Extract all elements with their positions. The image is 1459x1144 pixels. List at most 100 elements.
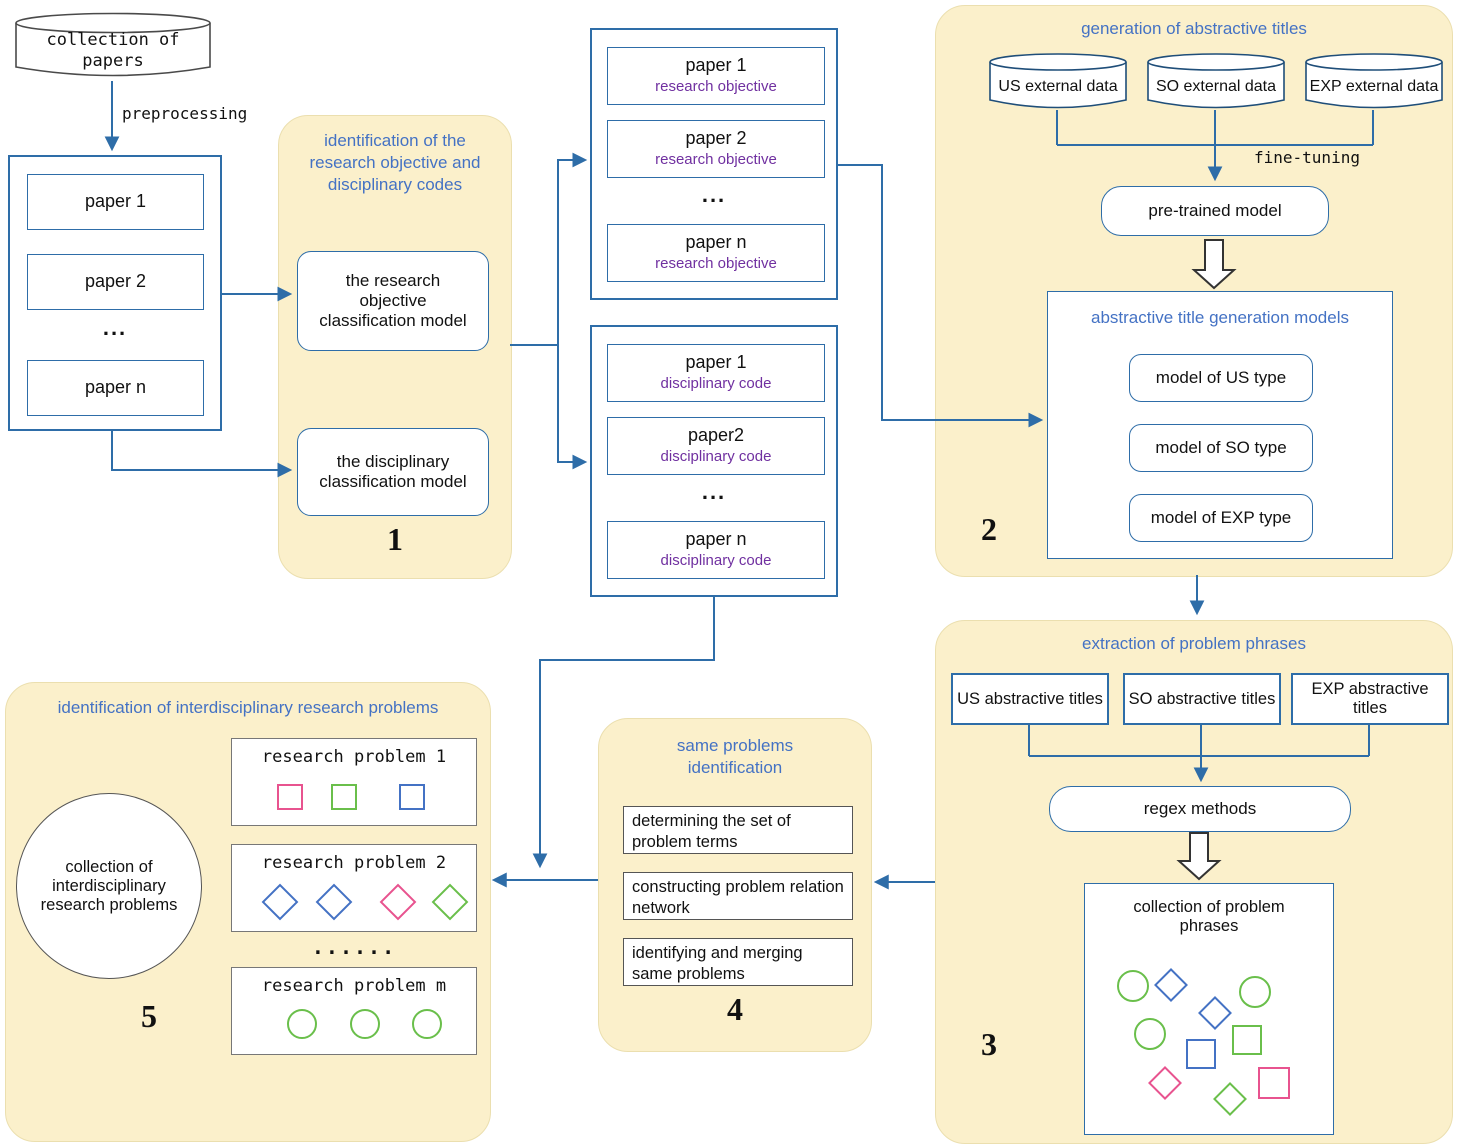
problem-phrase-square-icon (1232, 1025, 1262, 1055)
code-list-item: paper n disciplinary code (607, 521, 825, 579)
problem-diamond-icon (379, 883, 417, 921)
us-external-data-cylinder: US external data (989, 53, 1127, 113)
stage4-title: same problems identification (676, 736, 794, 777)
stage2-panel: generation of abstractive titles US exte… (935, 5, 1453, 577)
objective-list-item: paper n research objective (607, 224, 825, 282)
problem-phrase-diamond-icon (1198, 996, 1232, 1030)
model-so-type-box: model of SO type (1129, 424, 1313, 472)
fine-tuning-label: fine-tuning (1254, 148, 1360, 167)
cylinder-shape-icon (15, 12, 211, 77)
paper-item: paper n (27, 360, 204, 416)
problem-circle-icon (287, 1009, 317, 1039)
research-problem-label: research problem m (261, 976, 447, 996)
paper-label: paper 1 (685, 55, 747, 76)
paper-item: paper 2 (27, 254, 204, 310)
step-label: determining the set of problem terms (632, 812, 791, 851)
objective-list-item: paper 2 research objective (607, 120, 825, 178)
collection-of-papers-label: collection of papers (46, 29, 180, 71)
exp-external-data-label: EXP external data (1309, 78, 1439, 95)
problem-phrase-circle-icon (1134, 1018, 1166, 1050)
research-problem-2-box: research problem 2 (231, 844, 477, 932)
research-problem-label: research problem 1 (261, 747, 447, 767)
problem-phrase-square-icon (1186, 1039, 1216, 1069)
code-list-box: paper 1 disciplinary code paper2 discipl… (590, 325, 838, 597)
stage3-panel: extraction of problem phrases US abstrac… (935, 620, 1453, 1144)
preprocessing-label: preprocessing (122, 104, 248, 123)
problem-phrases-title: collection of problem phrases (1133, 898, 1285, 935)
paper-item: paper 1 (27, 174, 204, 230)
so-abstractive-titles-box: SO abstractive titles (1123, 673, 1281, 725)
papers-collection-box: paper 1 paper 2 ... paper n (8, 155, 222, 431)
problem-phrases-collection-box: collection of problem phrases (1084, 883, 1334, 1135)
problem-diamond-icon (431, 883, 469, 921)
cylinder-shape-icon (1305, 53, 1443, 109)
problem-phrase-circle-icon (1117, 970, 1149, 1002)
objective-list-item: paper 1 research objective (607, 47, 825, 105)
problem-phrase-diamond-icon (1213, 1082, 1247, 1116)
us-abstractive-titles-box: US abstractive titles (951, 673, 1109, 725)
problem-diamond-icon (315, 883, 353, 921)
disciplinary-model-box: the disciplinary classification model (297, 428, 489, 516)
step-label: identifying and merging same problems (632, 944, 803, 983)
paper-item-label: paper 2 (84, 271, 147, 292)
us-external-data-label: US external data (998, 78, 1118, 95)
problem-circle-icon (350, 1009, 380, 1039)
problem-phrase-diamond-icon (1154, 968, 1188, 1002)
problems-ellipsis: ...... (311, 935, 397, 959)
stage5-title: identification of interdisciplinary rese… (57, 698, 439, 717)
step-relation-network-box: constructing problem relation network (623, 872, 853, 920)
step-merging-problems-box: identifying and merging same problems (623, 938, 853, 986)
step-label: constructing problem relation network (632, 878, 844, 917)
objective-tag: research objective (655, 78, 777, 96)
problem-square-icon (399, 784, 425, 810)
so-external-data-label: SO external data (1155, 78, 1277, 95)
problem-circle-icon (412, 1009, 442, 1039)
research-problem-1-box: research problem 1 (231, 738, 477, 826)
stage1-panel: identification of the research objective… (278, 115, 512, 579)
paper-label: paper n (685, 232, 747, 253)
stage3-title: extraction of problem phrases (1082, 634, 1306, 653)
stage4-panel: same problems identification determining… (598, 718, 872, 1052)
model-us-type-box: model of US type (1129, 354, 1313, 402)
code-tag: disciplinary code (660, 552, 772, 570)
pretrained-model-box: pre-trained model (1101, 186, 1329, 236)
problem-diamond-icon (261, 883, 299, 921)
cylinder-shape-icon (989, 53, 1127, 109)
interdisciplinary-collection-circle: collection of interdisciplinary research… (16, 793, 202, 979)
code-list-item: paper 1 disciplinary code (607, 344, 825, 402)
paper-item-label: paper n (84, 377, 147, 398)
arrow-papers-to-disciplinary-model (111, 431, 293, 478)
problem-phrase-circle-icon (1239, 976, 1271, 1008)
stage2-title: generation of abstractive titles (1081, 19, 1307, 38)
arrow-to-objective-list (557, 152, 588, 345)
exp-external-data-cylinder: EXP external data (1305, 53, 1443, 113)
paper-label: paper 1 (685, 352, 747, 373)
objective-list-ellipsis: ... (701, 182, 727, 207)
paper-label: paper 2 (685, 128, 747, 149)
regex-methods-box: regex methods (1049, 786, 1351, 832)
research-objective-model-box: the research objective classification mo… (297, 251, 489, 351)
research-problem-m-box: research problem m (231, 967, 477, 1055)
paper-label: paper n (685, 529, 747, 550)
code-list-ellipsis: ... (701, 479, 727, 504)
stage4-number: 4 (727, 991, 743, 1027)
model-exp-type-box: model of EXP type (1129, 494, 1313, 542)
code-tag: disciplinary code (660, 375, 772, 393)
stage5-panel: identification of interdisciplinary rese… (5, 682, 491, 1142)
problem-square-icon (331, 784, 357, 810)
objective-list-box: paper 1 research objective paper 2 resea… (590, 28, 838, 300)
so-external-data-cylinder: SO external data (1147, 53, 1285, 113)
research-problem-label: research problem 2 (261, 853, 447, 873)
code-tag: disciplinary code (660, 448, 772, 466)
paper-item-label: paper 1 (84, 191, 147, 212)
problem-phrase-square-icon (1258, 1067, 1290, 1099)
paper-label: paper2 (687, 425, 745, 446)
arrow-to-code-list (557, 345, 588, 470)
problem-square-icon (277, 784, 303, 810)
code-list-item: paper2 disciplinary code (607, 417, 825, 475)
objective-tag: research objective (655, 255, 777, 273)
exp-abstractive-titles-box: EXP abstractive titles (1291, 673, 1449, 725)
stage1-number: 1 (387, 521, 403, 557)
stage3-number: 3 (981, 1026, 997, 1062)
